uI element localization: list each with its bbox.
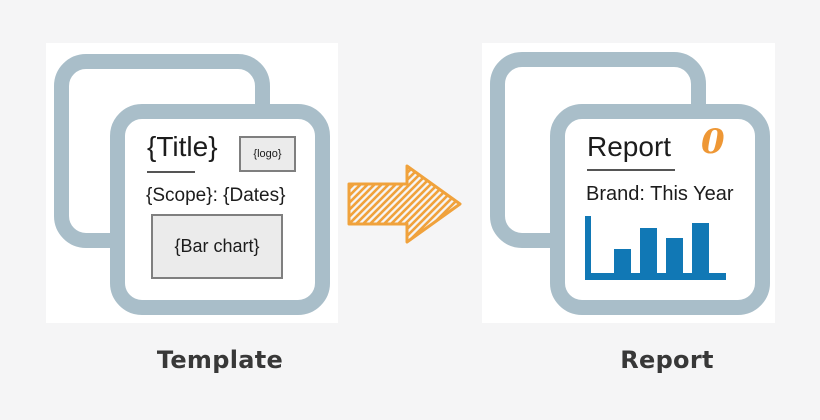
report-card-body: Report 0 Brand: This Year xyxy=(565,119,755,300)
brand-logo-icon: 0 xyxy=(701,122,725,162)
bar-chart-x-axis xyxy=(585,273,726,280)
template-scope-placeholder: {Scope}: {Dates} xyxy=(146,185,286,206)
template-card-body: {Title} {logo} {Scope}: {Dates} {Bar cha… xyxy=(125,119,315,300)
bar-chart-bars xyxy=(614,223,709,273)
template-caption: Template xyxy=(156,346,284,374)
report-title-underline xyxy=(587,169,675,171)
bar-chart-bar xyxy=(614,249,631,273)
template-panel: {Title} {logo} {Scope}: {Dates} {Bar cha… xyxy=(46,43,338,323)
bar-chart-bar xyxy=(640,228,657,273)
report-front-card: Report 0 Brand: This Year xyxy=(550,104,770,315)
template-title-placeholder: {Title} xyxy=(147,131,218,162)
report-bar-chart xyxy=(585,216,726,280)
template-chart-placeholder-box: {Bar chart} xyxy=(151,214,283,279)
report-caption: Report xyxy=(620,346,714,374)
bar-chart-bar xyxy=(666,238,683,273)
report-panel: Report 0 Brand: This Year xyxy=(482,43,775,323)
report-title: Report xyxy=(587,131,672,162)
bar-chart-y-axis xyxy=(585,216,591,280)
template-logo-placeholder-label: {logo} xyxy=(253,148,282,160)
template-title-underline xyxy=(147,171,195,173)
template-logo-placeholder-box: {logo} xyxy=(239,136,296,172)
bar-chart-bar xyxy=(692,223,709,273)
template-chart-placeholder-label: {Bar chart} xyxy=(174,236,260,256)
report-scope-line: Brand: This Year xyxy=(586,183,734,205)
transform-arrow-icon xyxy=(347,163,463,245)
template-front-card: {Title} {logo} {Scope}: {Dates} {Bar cha… xyxy=(110,104,330,315)
